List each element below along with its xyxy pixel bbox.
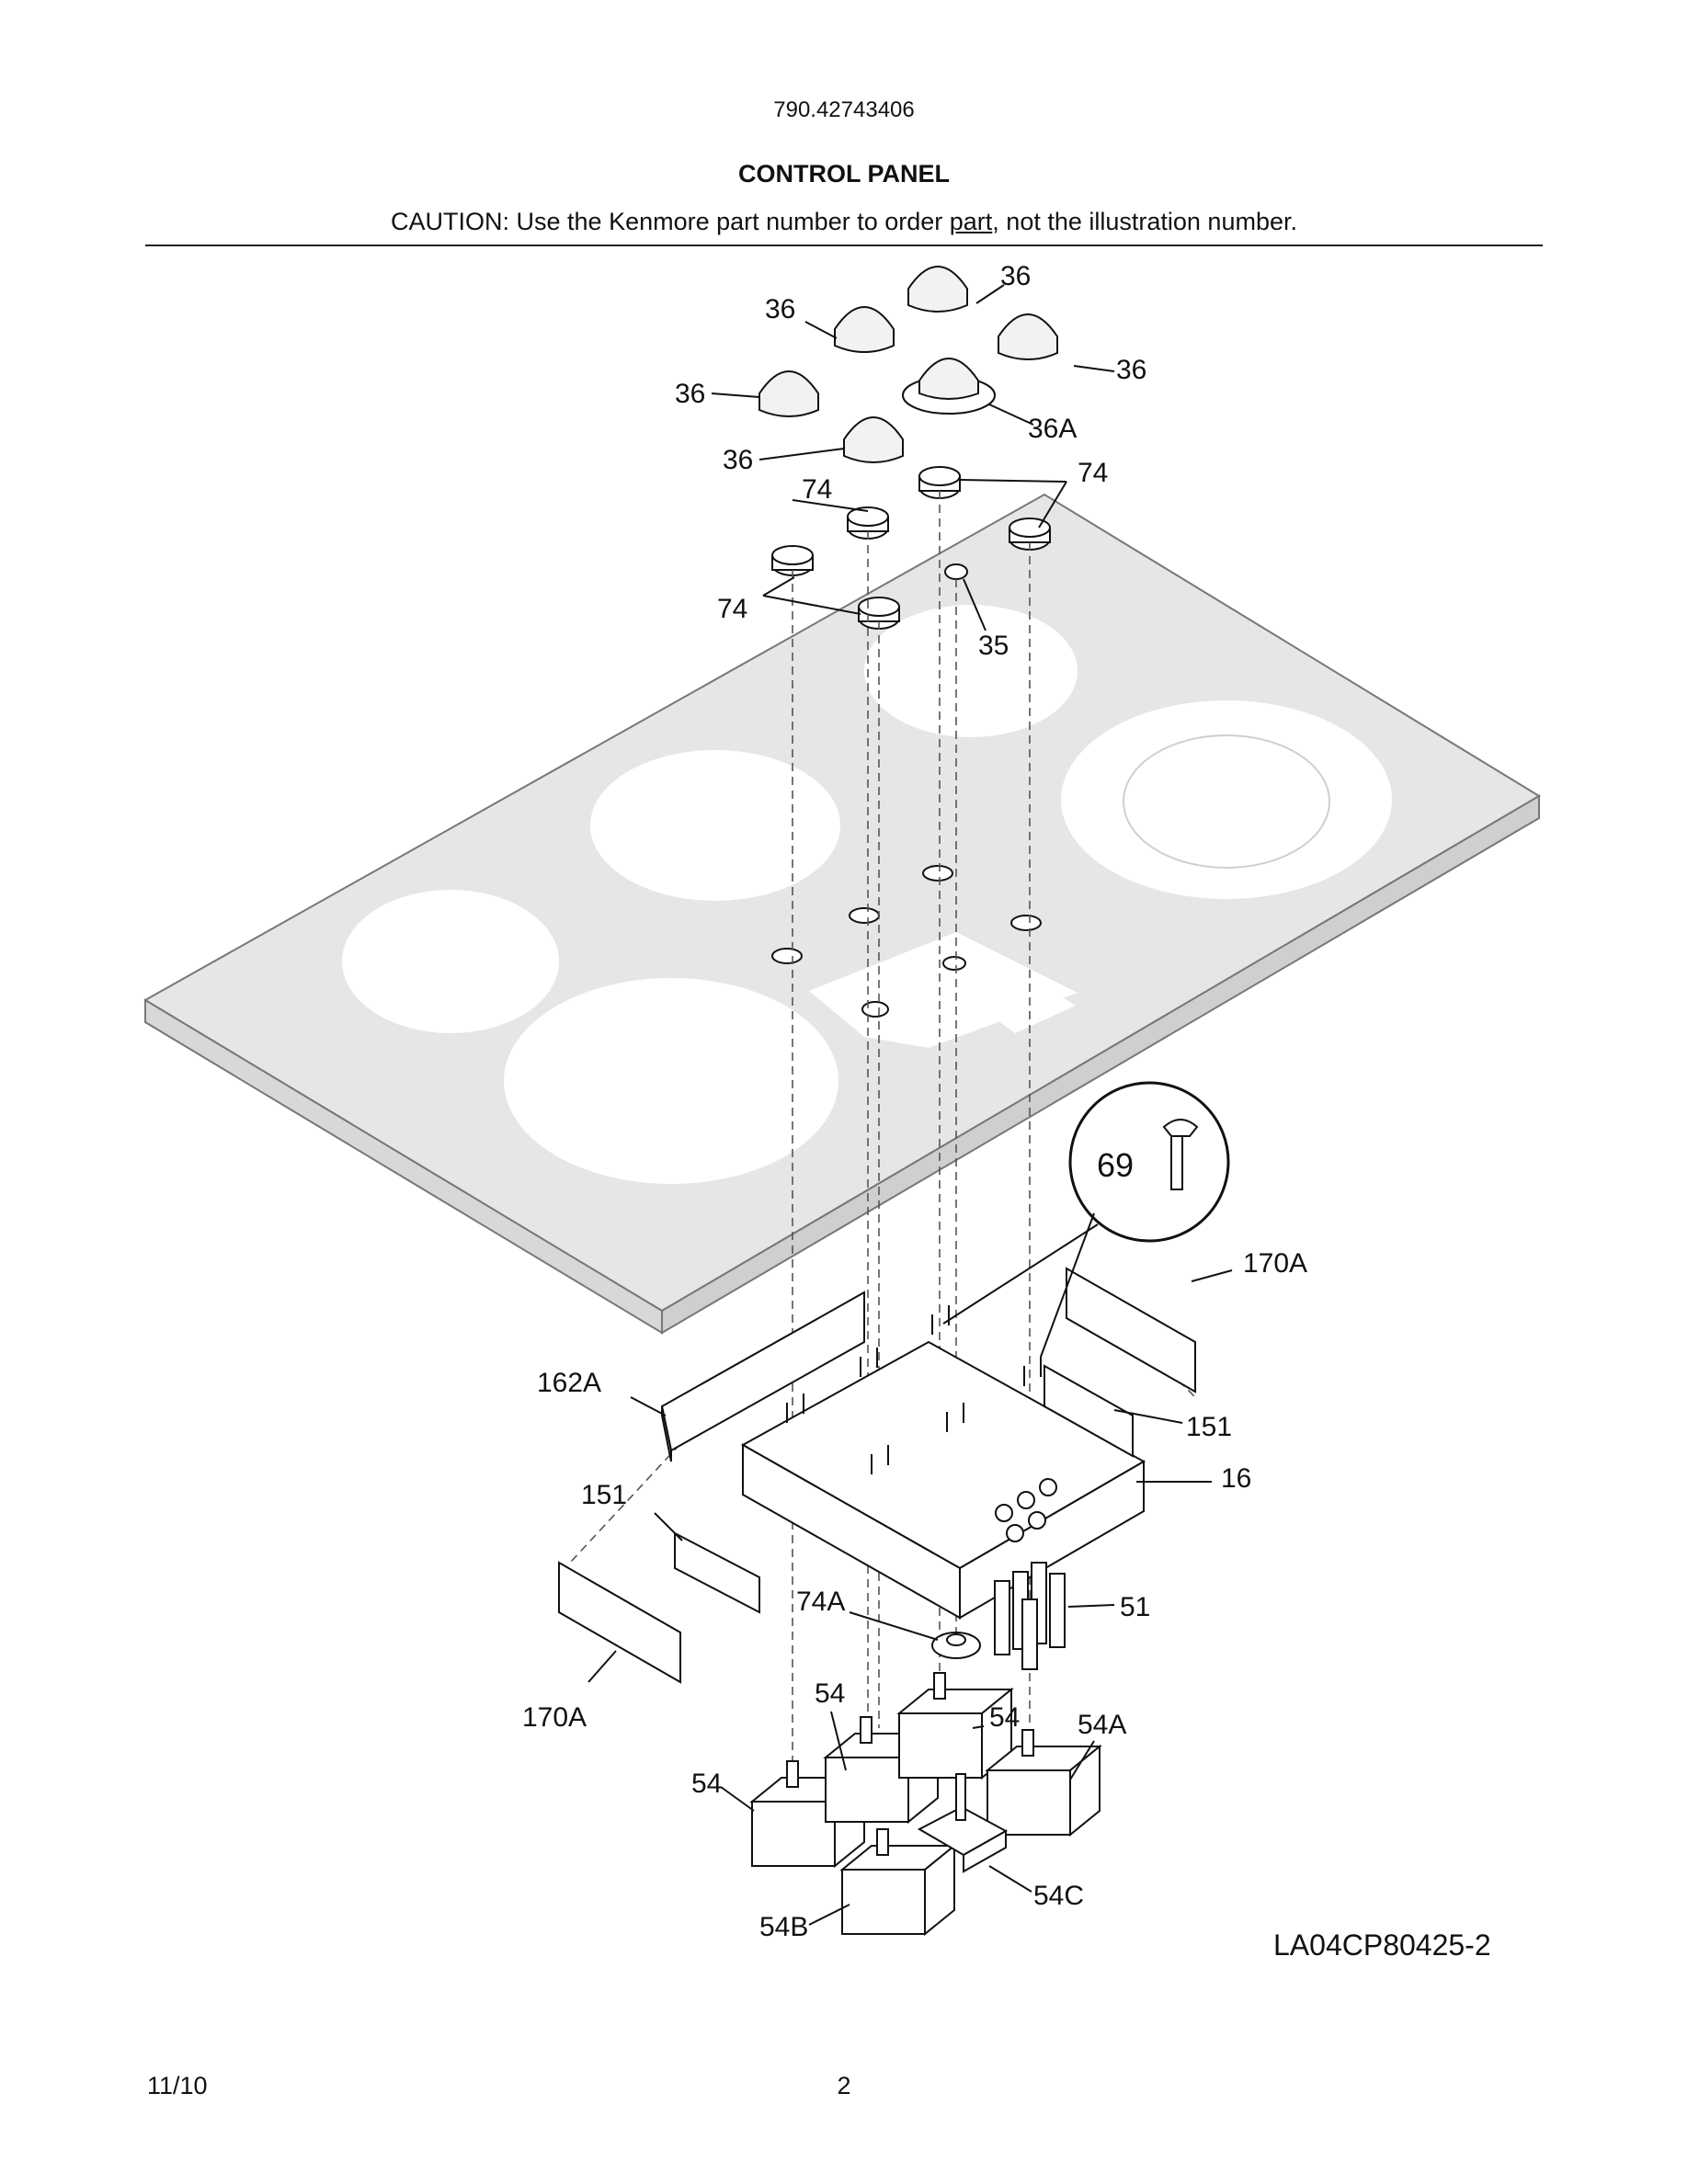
footer-date: 11/10 bbox=[147, 2072, 208, 2099]
knob bbox=[843, 416, 904, 463]
callout-54-right: 54 bbox=[989, 1702, 1020, 1733]
ignitor-switch-cluster bbox=[994, 1562, 1066, 1670]
drawing-code: LA04CP80425-2 bbox=[1273, 1928, 1491, 1962]
header-divider bbox=[145, 245, 1543, 246]
callout-36A: 36A bbox=[1028, 414, 1077, 444]
callout-36-top: 36 bbox=[1000, 261, 1031, 291]
section-title: CONTROL PANEL bbox=[737, 160, 950, 188]
callout-16: 16 bbox=[1221, 1463, 1251, 1494]
infinite-switches bbox=[749, 1672, 1102, 1937]
callout-170A-upper: 170A bbox=[1243, 1248, 1307, 1279]
selector-switch bbox=[917, 1773, 1009, 1873]
leader-lines bbox=[587, 284, 1233, 1926]
callout-162A: 162A bbox=[537, 1368, 601, 1398]
knob-with-skirt bbox=[902, 358, 996, 415]
callout-69: 69 bbox=[1097, 1146, 1134, 1184]
bezel-74A bbox=[931, 1632, 981, 1659]
side-panels bbox=[558, 1267, 1196, 1684]
screws bbox=[786, 1305, 1042, 1474]
callout-74A: 74A bbox=[796, 1587, 845, 1617]
caution-prefix: CAUTION: Use the Kenmore part number to … bbox=[391, 208, 950, 235]
callout-151-right: 151 bbox=[1186, 1412, 1232, 1442]
callout-36-left: 36 bbox=[675, 379, 705, 409]
callout-151-left: 151 bbox=[581, 1480, 627, 1510]
caution-suffix: , not the illustration number. bbox=[992, 208, 1297, 235]
callout-51: 51 bbox=[1120, 1592, 1150, 1622]
caution-note: CAUTION: Use the Kenmore part number to … bbox=[0, 208, 1688, 236]
callout-54-upper: 54 bbox=[815, 1678, 845, 1709]
callout-74-left: 74 bbox=[717, 594, 747, 624]
callout-36-lower: 36 bbox=[723, 445, 753, 475]
knob bbox=[758, 370, 819, 417]
knobs-group bbox=[758, 266, 1058, 463]
callout-54-left: 54 bbox=[691, 1769, 722, 1799]
footer-page-number: 2 bbox=[837, 2072, 851, 2099]
callout-36-right: 36 bbox=[1116, 355, 1146, 385]
callout-170A-lower: 170A bbox=[522, 1702, 587, 1733]
callout-54A: 54A bbox=[1078, 1710, 1126, 1740]
callout-74-right: 74 bbox=[1078, 458, 1108, 488]
infinite-switch bbox=[896, 1672, 1014, 1780]
callout-74-center: 74 bbox=[802, 474, 832, 505]
caution-part-link[interactable]: part bbox=[949, 208, 993, 235]
knob bbox=[834, 306, 895, 353]
screw-detail-inset bbox=[942, 1081, 1230, 1358]
callout-labels: 36 36 36 36 36 36A 74 74 74 35 69 170A 1… bbox=[522, 261, 1307, 1942]
callout-36-upper-left: 36 bbox=[765, 294, 795, 324]
infinite-switch bbox=[839, 1828, 957, 1937]
infinite-switch bbox=[985, 1729, 1102, 1837]
cooktop-glass bbox=[143, 493, 1541, 1335]
model-number: 790.42743406 bbox=[773, 97, 915, 122]
knob bbox=[998, 313, 1058, 360]
callout-35: 35 bbox=[978, 631, 1009, 661]
knob bbox=[907, 266, 968, 313]
callout-54B: 54B bbox=[759, 1912, 808, 1942]
callout-54C: 54C bbox=[1033, 1881, 1084, 1911]
control-housing bbox=[740, 1340, 1146, 1620]
